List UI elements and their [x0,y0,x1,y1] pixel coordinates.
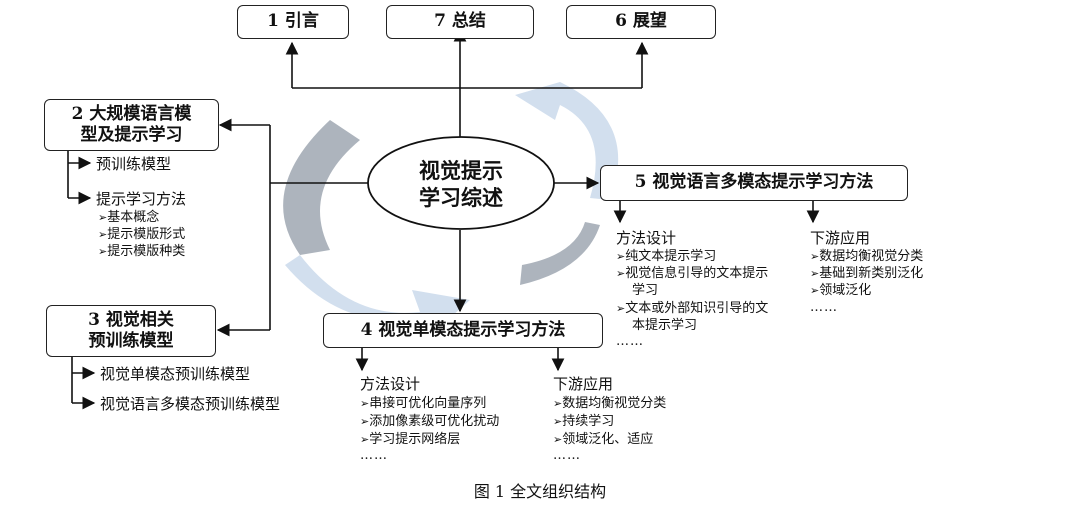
sec5-right-ellipsis: …… [810,300,838,315]
sec4-left-item: 串接可优化向量序列 [360,396,486,412]
sec4-left-item: 学习提示网络层 [360,432,460,448]
cycle-arrow-dark-right [520,222,600,285]
section-6-box: 6 展望 [566,5,716,39]
sec2-item: 提示模版种类 [98,244,185,260]
figure-caption: 图 1 全文组织结构 [473,482,607,501]
sec2-item: 提示模版形式 [98,227,185,243]
sec2-sub2: 提示学习方法 [96,190,187,208]
sec2-item: 基本概念 [98,210,159,226]
section-3-line1: 3 视觉相关 [88,309,174,330]
sec5-right-item: 基础到新类别泛化 [810,266,923,282]
sec3-sub1: 视觉单模态预训练模型 [100,365,251,383]
sec5-right-item: 数据均衡视觉分类 [810,249,923,265]
sec5-right-title: 下游应用 [810,229,871,247]
section-3-box: 3 视觉相关 预训练模型 [46,305,216,357]
cycle-arrow-dark [283,120,360,255]
sec4-left-title: 方法设计 [360,375,421,393]
sec4-right-ellipsis: …… [553,448,581,463]
center-ellipse [367,136,555,230]
sec4-left-ellipsis: …… [360,448,388,463]
section-3-line2: 预训练模型 [88,331,174,351]
section-2-line1: 2 大规模语言模 [71,103,192,124]
sec4-right-title: 下游应用 [553,375,614,393]
center-title-line2: 学习综述 [419,185,503,211]
sec5-left-item: 文本或外部知识引导的文 [616,301,768,317]
section-4-box: 4 视觉单模态提示学习方法 [323,313,603,348]
section-2-box: 2 大规模语言模 型及提示学习 [44,99,219,151]
section-7-box: 7 总结 [386,5,534,39]
sec5-left-ellipsis: …… [616,334,644,349]
sec4-right-item: 领域泛化、适应 [553,432,653,448]
sec5-left-item: 纯文本提示学习 [616,249,716,265]
cycle-arrow-light-right [515,82,619,200]
sec5-left-title: 方法设计 [616,229,677,247]
sec2-sub1: 预训练模型 [96,155,172,173]
section-5-box: 5 视觉语言多模态提示学习方法 [600,165,908,201]
section-2-line2: 型及提示学习 [80,125,183,145]
sec5-left-item: 视觉信息引导的文本提示 [616,266,768,282]
sec4-right-item: 数据均衡视觉分类 [553,396,666,412]
sec5-left-cont: 本提示学习 [632,318,698,333]
center-title-line1: 视觉提示 [419,158,503,183]
center-title: 视觉提示 学习综述 [410,157,512,212]
sec3-sub2: 视觉语言多模态预训练模型 [100,395,281,413]
sec4-right-item: 持续学习 [553,414,614,430]
section-1-box: 1 引言 [237,5,349,39]
sec5-left-cont: 学习 [632,283,659,298]
sec5-right-item: 领域泛化 [810,283,871,299]
sec4-left-item: 添加像素级可优化扰动 [360,414,499,430]
